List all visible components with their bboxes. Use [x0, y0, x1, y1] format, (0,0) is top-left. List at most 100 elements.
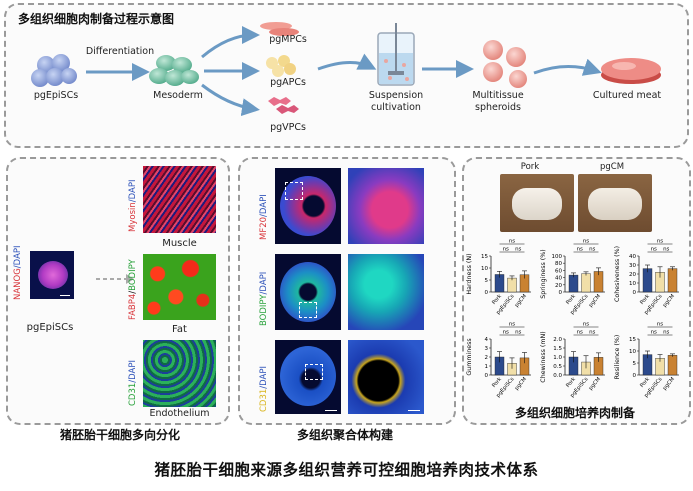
chart-category-label: pgCM: [662, 376, 676, 391]
chart-ylabel: Springiness (%): [540, 249, 547, 298]
fat-image: [143, 254, 216, 320]
chart-sig-label: ns: [503, 247, 509, 253]
chart-tick-label: 30: [629, 263, 636, 269]
chart-ylabel: Resilience (%): [614, 335, 621, 380]
chart-tick-label: 4: [485, 337, 489, 343]
chart-sig-label: ns: [651, 330, 657, 336]
chart-sig-label: ns: [577, 330, 583, 336]
chart-sig-label: ns: [583, 322, 589, 328]
label-pgMPCs: pgMPCs: [269, 34, 307, 45]
chart-sig-label: ns: [583, 239, 589, 245]
chart-sig-label: ns: [515, 247, 521, 253]
chart-tick-label: 1: [485, 364, 489, 370]
right-panel-caption: 多组织细胞培养肉制备: [514, 406, 635, 420]
mesoderm-cells-icon: [149, 55, 199, 86]
chart-category-label: Pork: [639, 293, 651, 305]
chart-category-label: pgCM: [588, 293, 602, 308]
chart-bar: [568, 274, 579, 293]
bodipy-label: BODIPY/DAPI: [259, 256, 269, 326]
cd31-sphere-label-b: /DAPI: [259, 365, 269, 389]
nanog-image: [30, 251, 74, 299]
fat-caption: Fat: [172, 324, 187, 335]
chart-sig-label: ns: [509, 322, 515, 328]
nanog-label: NANOG/DAPI: [13, 245, 23, 300]
chart-tick-label: 5: [633, 361, 637, 367]
chart-category-label: Pork: [565, 293, 577, 305]
mf20-zoom-image: [348, 168, 424, 244]
chart-sig-label: ns: [657, 239, 663, 245]
chart-tick-label: 1.5: [553, 346, 562, 352]
bodipy-label-a: BODIPY: [259, 294, 269, 326]
chart-ylabel: Chewiness (mN): [540, 331, 547, 382]
chart-sig-label: ns: [651, 247, 657, 253]
step-spheroids: Multitissue spheroids: [452, 90, 544, 114]
chart-tick-label: 20: [555, 283, 562, 289]
photo-label-pork: Pork: [520, 162, 540, 172]
chart-tick-label: 0: [485, 373, 489, 379]
bodipy-sphere-image: [275, 254, 341, 330]
process-title: 多组织细胞肉制备过程示意图: [18, 12, 175, 26]
spheroids-icon: [483, 40, 527, 88]
fabp4-label-slash: /: [128, 290, 138, 294]
muscle-image: [143, 166, 216, 233]
chart-category-label: pgCM: [514, 376, 528, 391]
main-title: 猪胚胎干细胞来源多组织营养可控细胞培养肉技术体系: [154, 461, 539, 479]
chart-tick-label: 60: [555, 268, 562, 274]
bodipy-label-b: /DAPI: [259, 271, 269, 295]
mf20-label: MF20/DAPI: [259, 170, 269, 240]
chart-tick-label: 40: [629, 254, 636, 260]
endothelium-caption: Endothelium: [149, 408, 210, 419]
chart-category-label: Pork: [639, 376, 651, 388]
cd31-sphere-label-a: CD31: [259, 388, 269, 412]
chart-tick-label: 40: [555, 276, 562, 282]
chart-tick-label: 0: [559, 290, 563, 296]
chart-sig-label: ns: [503, 330, 509, 336]
myosin-label-a: Myosin: [128, 202, 138, 232]
pgVPC-cells-icon: [268, 97, 299, 114]
chart-tick-label: 0.0: [553, 373, 562, 379]
chart-tick-label: 0: [633, 373, 637, 379]
chart-tick-label: 15: [481, 254, 488, 260]
step-suspension: Suspension cultivation: [350, 90, 442, 114]
chart-tick-label: 2.0: [553, 337, 562, 343]
step-mesoderm: Mesoderm: [153, 90, 203, 101]
diff-label: Differentiation: [85, 46, 155, 57]
endothelium-image: [143, 340, 216, 407]
chart-tick-label: 2: [485, 355, 489, 361]
chart-tick-label: 0.5: [553, 364, 562, 370]
pgAPC-cells-icon: [266, 55, 296, 77]
mf20-label-a: MF20: [259, 216, 269, 240]
myosin-label-b: /DAPI: [128, 179, 138, 203]
chart-category-label: Pork: [491, 376, 503, 388]
chart-bar: [581, 273, 591, 293]
nanog-caption: pgEpiSCs: [26, 322, 74, 333]
step-suspension-l1: Suspension: [368, 90, 424, 101]
chart-tick-label: 15: [629, 337, 636, 343]
cd31-label: CD31/DAPI: [128, 342, 138, 406]
muscle-caption: Muscle: [162, 238, 197, 249]
chart-tick-label: 5: [485, 278, 489, 284]
chart-ylabel: Hardness (N): [466, 253, 473, 294]
label-pgAPCs: pgAPCs: [270, 77, 306, 88]
cultured-meat-icon: [601, 58, 661, 84]
chart-tick-label: 1.0: [553, 355, 562, 361]
chart-sig-label: ns: [509, 239, 515, 245]
chart-sig-label: ns: [589, 330, 595, 336]
chart-tick-label: 3: [485, 346, 489, 352]
label-pgVPCs: pgVPCs: [270, 122, 306, 133]
step-suspension-l2: cultivation: [371, 102, 421, 113]
step-spheroids-l2: spheroids: [475, 102, 521, 113]
photo-label-pgcm: pgCM: [599, 162, 625, 172]
chart-sig-label: ns: [657, 322, 663, 328]
cd31-zoom-image: [348, 340, 424, 414]
step-cultured-meat: Cultured meat: [592, 90, 662, 101]
chart-ylabel: Cohesiveness (%): [614, 246, 621, 302]
process-diagram: [31, 22, 661, 117]
cd31-label-a: CD31: [128, 382, 138, 406]
step-pgEpiSCs: pgEpiSCs: [33, 90, 79, 101]
chart-tick-label: 10: [629, 349, 636, 355]
chart-sig-label: ns: [663, 330, 669, 336]
chart-tick-label: 20: [629, 272, 636, 278]
fabp4-label: FABP4/BODIPY: [128, 254, 138, 320]
